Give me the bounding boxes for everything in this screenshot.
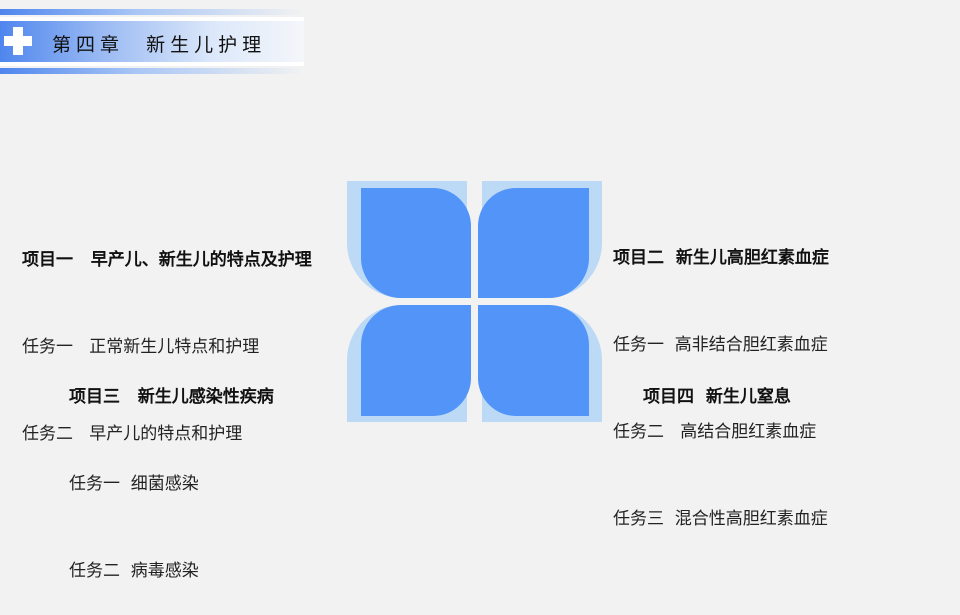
header-bar (0, 21, 304, 62)
task-item: 任务三 混合性高胆红素血症 (613, 509, 828, 529)
header-top-line (0, 9, 304, 15)
petal-top-right (478, 188, 589, 298)
task-item: 任务一 细菌感染 (69, 474, 199, 494)
medical-cross-icon (4, 27, 32, 55)
project-2: 项目二 新生儿高胆红素血症 任务一 高非结合胆红素血症 任务二 高结合胆红素血症… (613, 186, 829, 563)
header-divider (0, 62, 304, 66)
petal-bottom-left (361, 305, 471, 416)
project-title: 项目四 新生儿窒息 (643, 387, 791, 407)
project-1: 项目一 早产儿、新生儿的特点及护理 任务一 正常新生儿特点和护理 任务二 早产儿… (22, 188, 312, 478)
task-item: 任务一 高非结合胆红素血症 (613, 335, 828, 355)
header-bottom-line (0, 68, 304, 74)
header-divider (0, 17, 304, 21)
project-4: 项目四 新生儿窒息 (643, 325, 791, 441)
petal-bottom-right (478, 305, 589, 416)
four-petal-graphic (347, 181, 602, 422)
project-title: 项目一 早产儿、新生儿的特点及护理 (22, 250, 312, 270)
task-item: 任务二 高结合胆红素血症 (613, 422, 817, 442)
project-3: 项目三 新生儿感染性疾病 任务一 细菌感染 任务二 病毒感染 (69, 325, 274, 615)
project-title: 项目三 新生儿感染性疾病 (69, 387, 274, 407)
task-item: 任务二 早产儿的特点和护理 (22, 424, 243, 444)
task-item: 任务一 正常新生儿特点和护理 (22, 337, 260, 357)
task-item: 任务二 病毒感染 (69, 561, 199, 581)
petal-top-left (361, 188, 471, 298)
chapter-title: 第四章 新生儿护理 (52, 34, 267, 56)
project-title: 项目二 新生儿高胆红素血症 (613, 248, 829, 268)
